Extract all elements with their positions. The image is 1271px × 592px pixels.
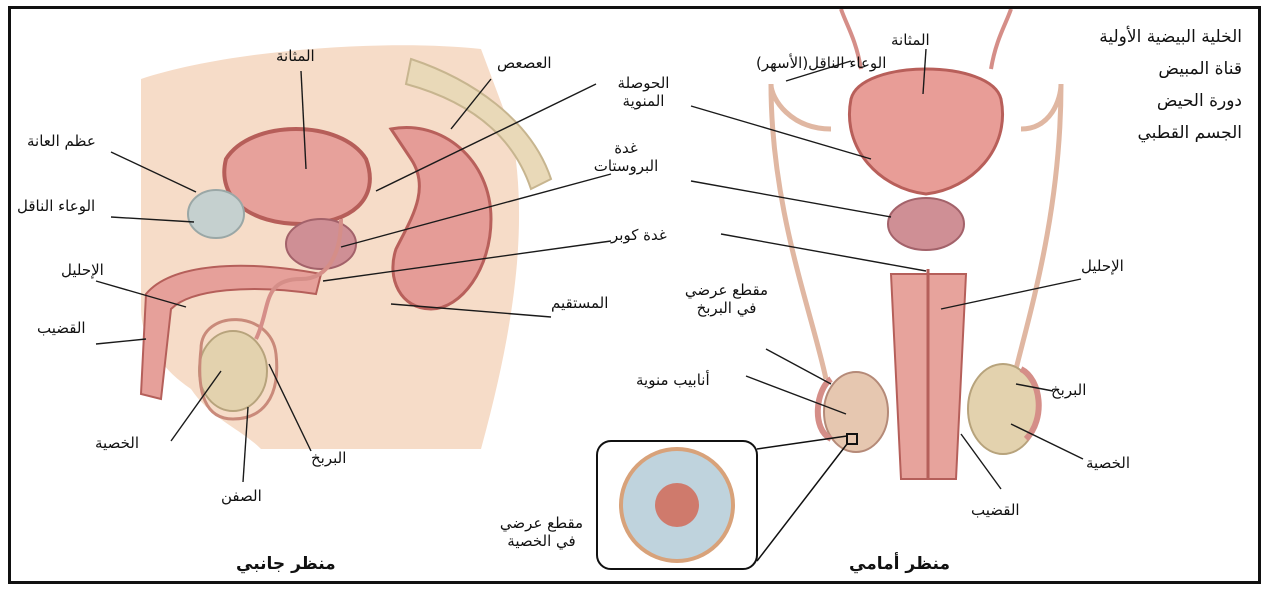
label-epididymis-side: البربخ [311,449,346,467]
label-coccyx: العصعص [497,54,552,72]
term-list-item: قناة المبيض [1099,53,1242,85]
caption-side-view: منظر جانبي [236,554,336,574]
label-vas-deferens-front: الوعاء الناقل(الأسهر) [756,54,886,72]
label-testis-side: الخصية [95,434,139,452]
label-urethra-side: الإحليل [61,261,104,279]
label-penis-side: القضيب [37,319,86,337]
term-list-item: الجسم القطبي [1099,117,1242,149]
label-bladder-side: المثانة [276,47,315,65]
side-view-art [141,45,551,449]
label-epididymis-front: البربخ [1051,381,1086,399]
label-epididymis-section: مقطع عرضي في البربخ [679,281,774,317]
label-cowper-gland: غدة كوبر [611,226,667,244]
term-list-item: دورة الحيض [1099,85,1242,117]
label-testis-front: الخصية [1086,454,1130,472]
label-penis-front: القضيب [971,501,1020,519]
label-vas-deferens-side: الوعاء الناقل [17,197,95,215]
label-seminiferous-tubules: أنابيب منوية [636,371,710,389]
label-testis-section: مقطع عرضي في الخصية [489,514,594,550]
label-scrotum: الصفن [221,487,262,505]
label-bladder-front: المثانة [891,31,930,49]
term-list: الخلية البيضية الأولية قناة المبيض دورة … [1099,21,1242,149]
label-seminal-vesicle: الحوصلة المنوية [596,74,691,110]
diagram-frame: المثانة العصعص الحوصلة المنوية غدة البرو… [8,6,1261,584]
label-urethra-front: الإحليل [1081,257,1124,275]
caption-front-view: منظر أمامي [849,554,950,574]
label-pubic-bone: عظم العانة [27,132,96,150]
term-list-item: الخلية البيضية الأولية [1099,21,1242,53]
label-rectum: المستقيم [551,294,608,312]
label-prostate: غدة البروستات [591,139,661,175]
